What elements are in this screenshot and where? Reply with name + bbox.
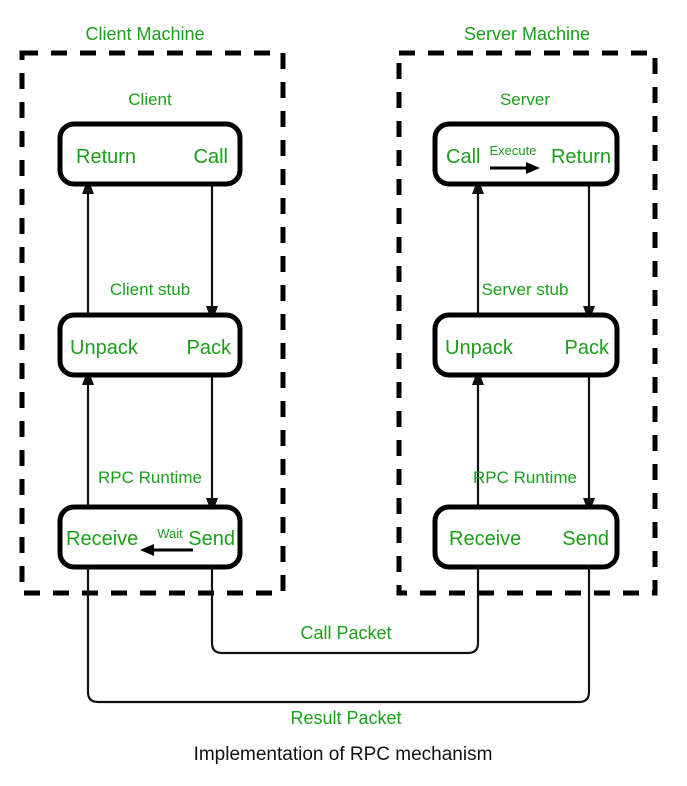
client-box[interactable] — [57, 121, 243, 187]
client-runtime-receive-label: Receive — [66, 528, 138, 550]
client-runtime-send-label: Send — [188, 528, 235, 550]
server-runtime-send-label: Send — [562, 528, 609, 550]
server-stub-pack-label: Pack — [565, 337, 610, 359]
diagram-caption: Implementation of RPC mechanism — [194, 744, 493, 765]
execute-label: Execute — [490, 143, 537, 158]
server-machine-boundary — [396, 50, 658, 596]
client-stub-layer-title: Client stub — [110, 280, 190, 299]
client-return-label: Return — [76, 146, 136, 168]
result-packet-path — [86, 567, 591, 704]
client-stub-pack-label: Pack — [187, 337, 232, 359]
server-stub-box[interactable] — [432, 312, 620, 378]
result-packet-label: Result Packet — [290, 708, 401, 728]
server-layer-title: Server — [500, 90, 550, 109]
client-machine-title: Client Machine — [85, 24, 204, 44]
server-runtime-receive-label: Receive — [449, 528, 521, 550]
client-runtime-box[interactable] — [57, 504, 243, 570]
server-runtime-box[interactable] — [432, 504, 620, 570]
wait-label: Wait — [157, 526, 183, 541]
client-runtime-layer-title: RPC Runtime — [98, 468, 202, 487]
server-call-label: Call — [446, 146, 480, 168]
server-return-label: Return — [551, 146, 611, 168]
execute-arrow-head-icon — [526, 162, 540, 174]
server-runtime-layer-title: RPC Runtime — [473, 468, 577, 487]
server-stub-unpack-label: Unpack — [445, 337, 514, 359]
client-machine-boundary — [19, 50, 286, 596]
call-packet-path — [210, 567, 480, 655]
client-call-label: Call — [194, 146, 228, 168]
client-stub-unpack-label: Unpack — [70, 337, 139, 359]
client-stub-box[interactable] — [57, 312, 243, 378]
server-machine-title: Server Machine — [464, 24, 590, 44]
client-layer-title: Client — [128, 90, 172, 109]
call-packet-label: Call Packet — [300, 623, 391, 643]
wait-arrow-head-icon — [140, 544, 154, 556]
server-box[interactable] — [432, 121, 620, 187]
server-stub-layer-title: Server stub — [482, 280, 569, 299]
